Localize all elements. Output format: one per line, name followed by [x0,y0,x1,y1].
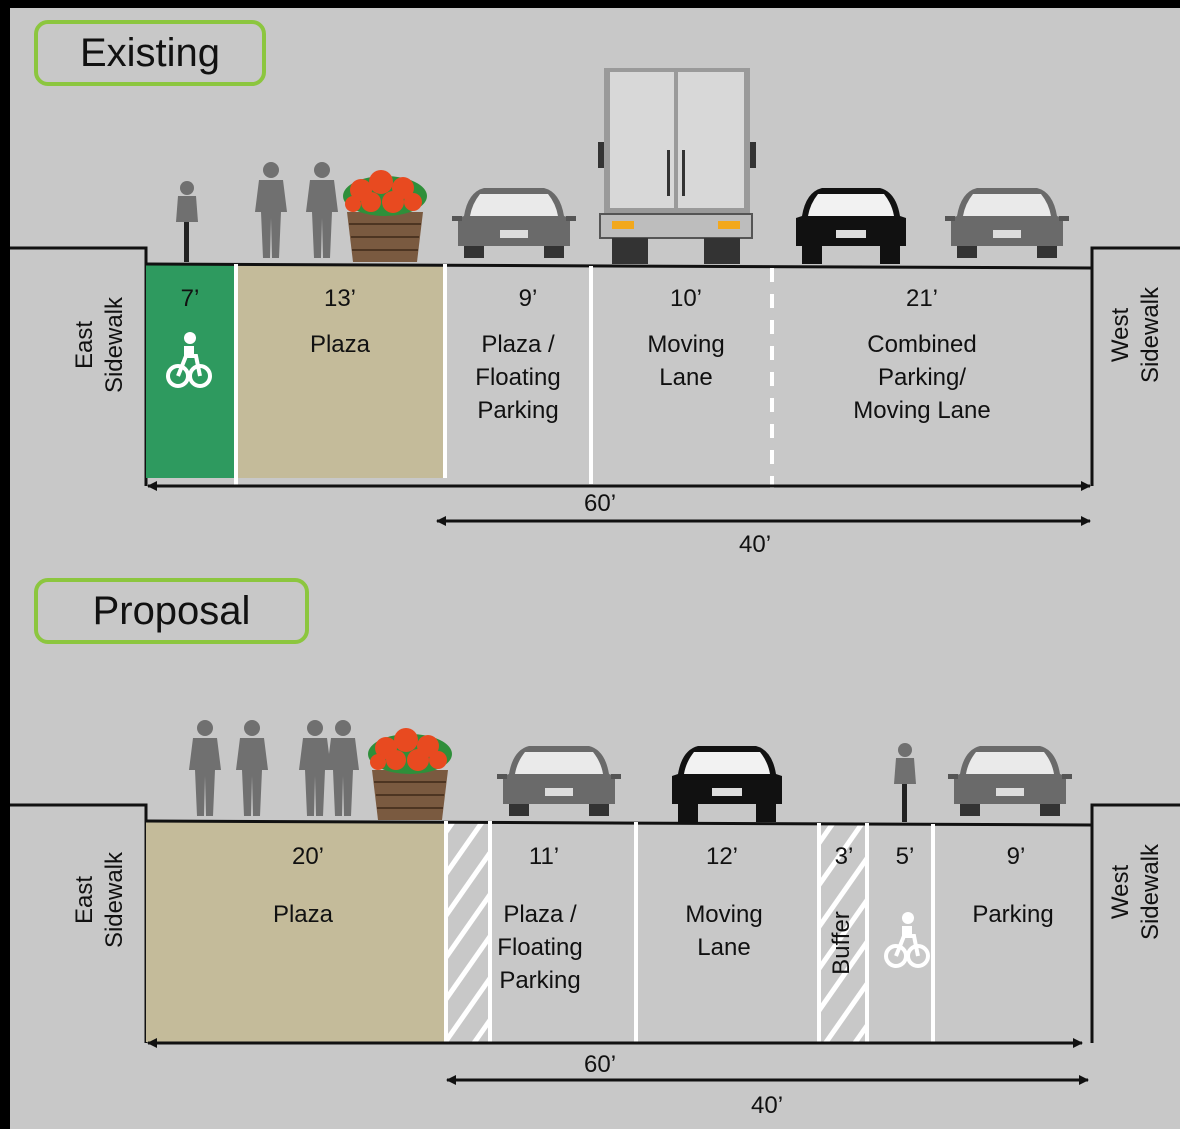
existing-roadway-width-label: 40’ [739,531,772,558]
proposal-buffer-label: Buffer [828,911,855,975]
existing-section [10,68,1180,526]
proposal-moving-lane-width: 12’ [705,843,739,870]
proposal-section [10,720,1180,1085]
proposal-total-width-label: 60’ [584,1051,617,1078]
proposal-plaza-label: Plaza [272,901,334,928]
proposal-pedestrian-figure [327,720,359,816]
proposal-roadway-width-label: 40’ [751,1092,784,1119]
existing-combined-lane-label: Combined Parking/ Moving Lane [853,331,991,424]
proposal-black-car-figure [672,746,782,822]
proposal-cyclist-figure [894,743,916,822]
proposal-east-sidewalk-label: East Sidewalk [71,851,128,949]
existing-combined-lane-width: 21’ [905,285,939,312]
existing-black-car-figure [796,188,906,264]
proposal-car-figure [948,746,1072,816]
existing-total-width-label: 60’ [584,490,617,517]
proposal-bike-lane-width: 5’ [895,843,915,870]
proposal-planter-figure [367,727,453,821]
existing-west-sidewalk-label: West Sidewalk [1107,286,1164,384]
proposal-moving-lane-label: Moving Lane [685,901,763,961]
proposal-pedestrian-figure [299,720,331,816]
existing-planter-figure [342,169,428,263]
existing-car-figure [945,188,1069,258]
proposal-floating-parking-label: Plaza / Floating Parking [497,901,583,994]
proposal-parking-width: 9’ [1006,843,1026,870]
existing-floating-parking-width: 9’ [518,285,538,312]
proposal-bike-lane-icon [884,910,930,968]
existing-moving-lane-width: 10’ [669,285,703,312]
existing-pedestrian-figure [255,162,287,258]
proposal-pedestrian-figure [236,720,268,816]
proposal-hatched-buffer-left [447,821,490,1042]
proposal-plaza-surface [146,821,445,1042]
existing-east-sidewalk-label: East Sidewalk [71,296,128,394]
existing-car-figure [452,188,576,258]
existing-moving-lane-label: Moving Lane [647,331,725,391]
proposal-parking-label: Parking [972,901,1054,928]
existing-title: Existing [34,20,266,86]
proposal-plaza-width: 20’ [291,843,325,870]
existing-cyclist-figure [176,181,198,262]
proposal-buffer-width: 3’ [834,843,854,870]
proposal-title: Proposal [34,578,309,644]
existing-plaza-surface [236,264,445,478]
proposal-car-figure [497,746,621,816]
proposal-floating-parking-width: 11’ [528,843,560,870]
existing-plaza-label: Plaza [309,331,371,358]
existing-plaza-width: 13’ [323,285,357,312]
existing-pedestrian-figure [306,162,338,258]
proposal-pedestrian-figure [189,720,221,816]
proposal-west-sidewalk-label: West Sidewalk [1107,843,1164,941]
proposal-hatched-buffer [819,823,867,1044]
existing-truck-figure [598,68,756,264]
existing-bike-lane-width: 7’ [180,285,200,312]
existing-floating-parking-label: Plaza / Floating Parking [475,331,561,424]
